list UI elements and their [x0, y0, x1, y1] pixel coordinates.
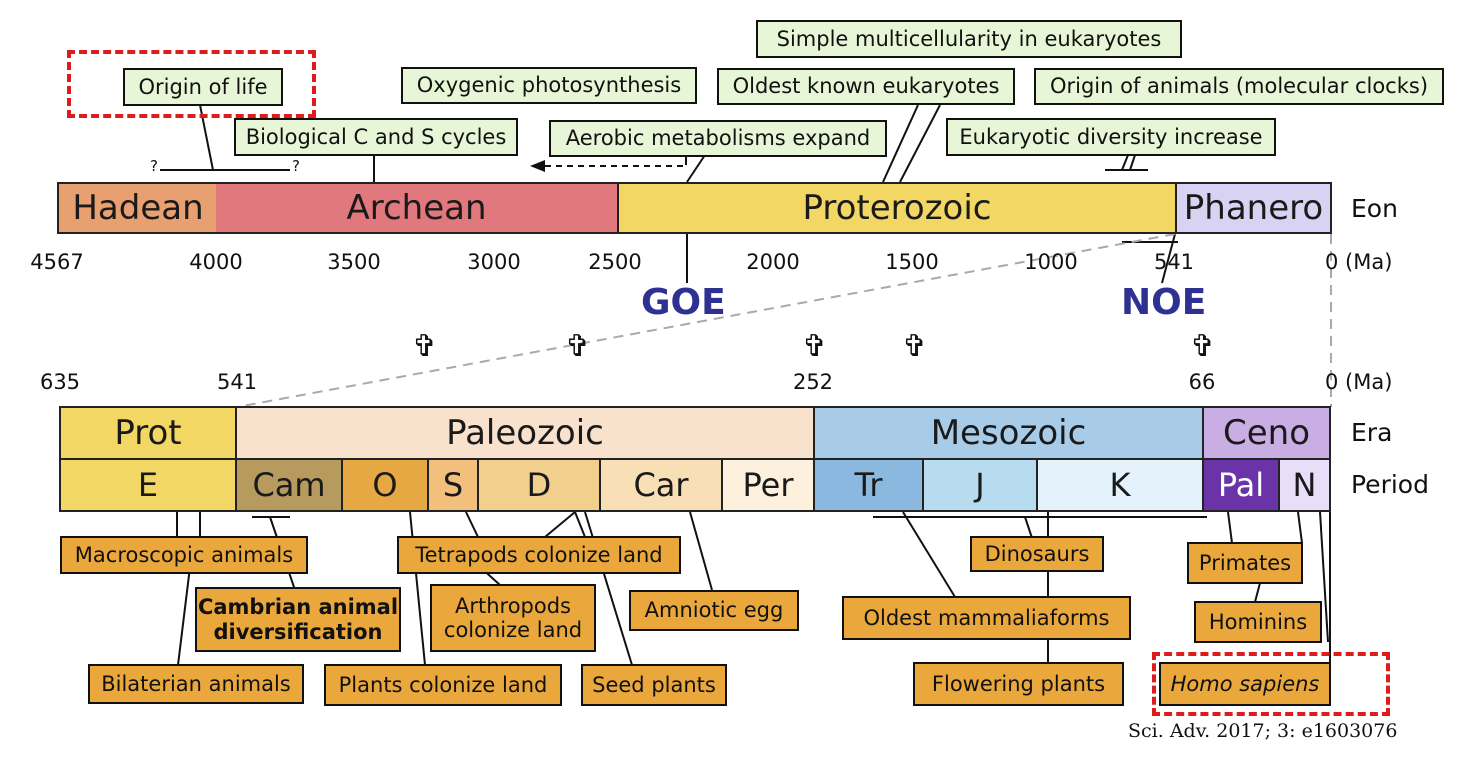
mass-extinction-icon: ✞	[565, 329, 591, 364]
period-carboniferous: Car	[599, 458, 723, 512]
mass-extinction-icon: ✞	[902, 329, 928, 364]
eon-tick: 1500	[885, 250, 939, 274]
eon-tick: 3000	[467, 250, 521, 274]
event-origin-of-life: Origin of life	[123, 68, 283, 106]
period-neogene: N	[1278, 458, 1331, 512]
event-aerobic-metabolisms: Aerobic metabolisms expand	[549, 120, 887, 157]
lower-tick: 635	[39, 370, 81, 394]
eon-tick: 1000	[1024, 250, 1078, 274]
lower-tick: 0 (Ma)	[1325, 370, 1393, 394]
event-primates: Primates	[1187, 542, 1303, 584]
mass-extinction-icon: ✞	[802, 329, 828, 364]
event-seed-plants: Seed plants	[581, 664, 727, 706]
eon-tick: 3500	[327, 250, 381, 274]
event-hominins: Hominins	[1194, 601, 1322, 643]
event-macroscopic-animals: Macroscopic animals	[60, 536, 308, 574]
eon-tick: 541	[1153, 250, 1195, 274]
event-cambrian-diversification: Cambrian animal diversification	[195, 587, 401, 652]
event-simple-multicellularity: Simple multicellularity in eukaryotes	[756, 20, 1182, 58]
highlight-homo-sapiens	[1152, 652, 1390, 716]
era-paleozoic: Paleozoic	[235, 406, 815, 460]
eon-hadean: Hadean	[57, 182, 217, 234]
mass-extinction-icon: ✞	[412, 329, 438, 364]
noe-label: NOE	[1121, 282, 1207, 323]
event-dinosaurs: Dinosaurs	[970, 536, 1104, 572]
period-triassic: Tr	[813, 458, 924, 512]
lower-tick: 541	[216, 370, 258, 394]
event-biological-c-s-cycles: Biological C and S cycles	[234, 118, 518, 156]
highlight-origin-of-life	[67, 50, 316, 118]
event-oldest-eukaryotes: Oldest known eukaryotes	[717, 68, 1015, 105]
eon-tick: 0 (Ma)	[1325, 250, 1393, 274]
eon-proterozoic: Proterozoic	[617, 182, 1177, 234]
event-plants-colonize-land: Plants colonize land	[324, 664, 562, 706]
period-devonian: D	[477, 458, 601, 512]
event-flowering-plants: Flowering plants	[913, 662, 1124, 706]
period-paleogene: Pal	[1202, 458, 1280, 512]
goe-label: GOE	[641, 282, 726, 323]
event-homo-sapiens: Homo sapiens	[1159, 662, 1331, 706]
era-proterozoic: Prot	[59, 406, 237, 460]
eon-phanerozoic: Phanero	[1175, 182, 1332, 234]
era-row-label: Era	[1351, 418, 1393, 447]
period-cambrian: Cam	[235, 458, 343, 512]
eon-archean: Archean	[216, 182, 619, 234]
citation: Sci. Adv. 2017; 3: e1603076	[1128, 720, 1398, 742]
period-ediacaran: E	[59, 458, 237, 512]
event-eukaryotic-diversity: Eukaryotic diversity increase	[946, 118, 1276, 156]
lower-tick: 66	[1188, 370, 1216, 394]
eon-tick: 4000	[189, 250, 243, 274]
event-oldest-mammaliaforms: Oldest mammaliaforms	[842, 596, 1131, 640]
era-mesozoic: Mesozoic	[813, 406, 1204, 460]
period-ordovician: O	[341, 458, 429, 512]
event-tetrapods: Tetrapods colonize land	[397, 536, 681, 574]
period-permian: Per	[721, 458, 815, 512]
period-cretaceous: K	[1036, 458, 1204, 512]
uncertainty-mark: ?	[150, 157, 158, 175]
eon-tick: 2000	[746, 250, 800, 274]
event-origin-of-animals: Origin of animals (molecular clocks)	[1034, 68, 1444, 105]
event-bilaterian-animals: Bilaterian animals	[88, 664, 304, 704]
eon-row-label: Eon	[1351, 194, 1398, 223]
eon-tick: 2500	[588, 250, 642, 274]
era-cenozoic: Ceno	[1202, 406, 1331, 460]
period-jurassic: J	[922, 458, 1038, 512]
period-row-label: Period	[1351, 470, 1429, 499]
period-silurian: S	[427, 458, 479, 512]
uncertainty-mark: ?	[292, 157, 300, 175]
lower-tick: 252	[792, 370, 834, 394]
eon-tick: 4567	[30, 250, 84, 274]
mass-extinction-icon: ✞	[1190, 329, 1216, 364]
event-oxygenic-photosynthesis: Oxygenic photosynthesis	[401, 67, 697, 104]
event-arthropods: Arthropods colonize land	[430, 584, 596, 652]
event-amniotic-egg: Amniotic egg	[629, 590, 799, 631]
